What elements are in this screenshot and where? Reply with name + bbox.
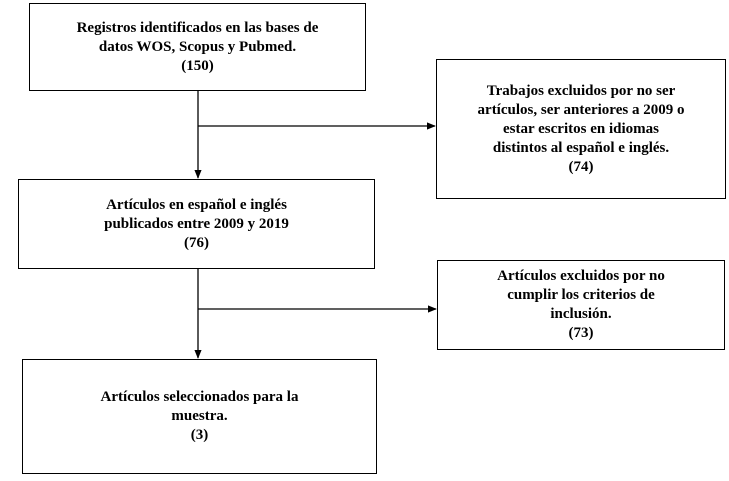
first-exclusion-text-line: Trabajos excluidos por no ser [486,82,676,99]
selected-articles-text-line: Artículos seleccionados para la [100,389,299,405]
identified-records-text-line: Registros identificados en las bases de [76,19,319,36]
identified-records-text-line: datos WOS, Scopus y Pubmed. [98,38,297,55]
second-exclusion-text-line: cumplir los criterios de [507,287,655,303]
first-exclusion-text-line: estar escritos en idiomas [503,120,659,137]
second-exclusion-count: (73) [568,325,594,341]
screened-articles-text-line: publicados entre 2009 y 2019 [104,215,289,232]
second-exclusion-box: Artículos excluidos por no cumplir los c… [437,260,725,350]
first-exclusion-count: (74) [568,158,594,175]
second-exclusion-text-line: inclusión. [550,306,612,322]
identified-records-count: (150) [181,57,214,74]
first-exclusion-box: Trabajos excluidos por no ser artículos,… [436,59,726,199]
screened-articles-box: Artículos en español e inglés publicados… [18,179,375,269]
second-exclusion-text-line: Artículos excluidos por no [497,268,665,284]
first-exclusion-text-line: distintos al español e inglés. [492,139,670,156]
selected-articles-count: (3) [190,427,209,443]
screened-articles-count: (76) [184,234,209,251]
selected-articles-box: Artículos seleccionados para la muestra.… [22,359,377,474]
selected-articles-text-line: muestra. [171,408,228,424]
screened-articles-text-line: Artículos en español e inglés [106,196,287,213]
identified-records-box: Registros identificados en las bases de … [29,3,366,91]
first-exclusion-text-line: artículos, ser anteriores a 2009 o [477,101,685,118]
